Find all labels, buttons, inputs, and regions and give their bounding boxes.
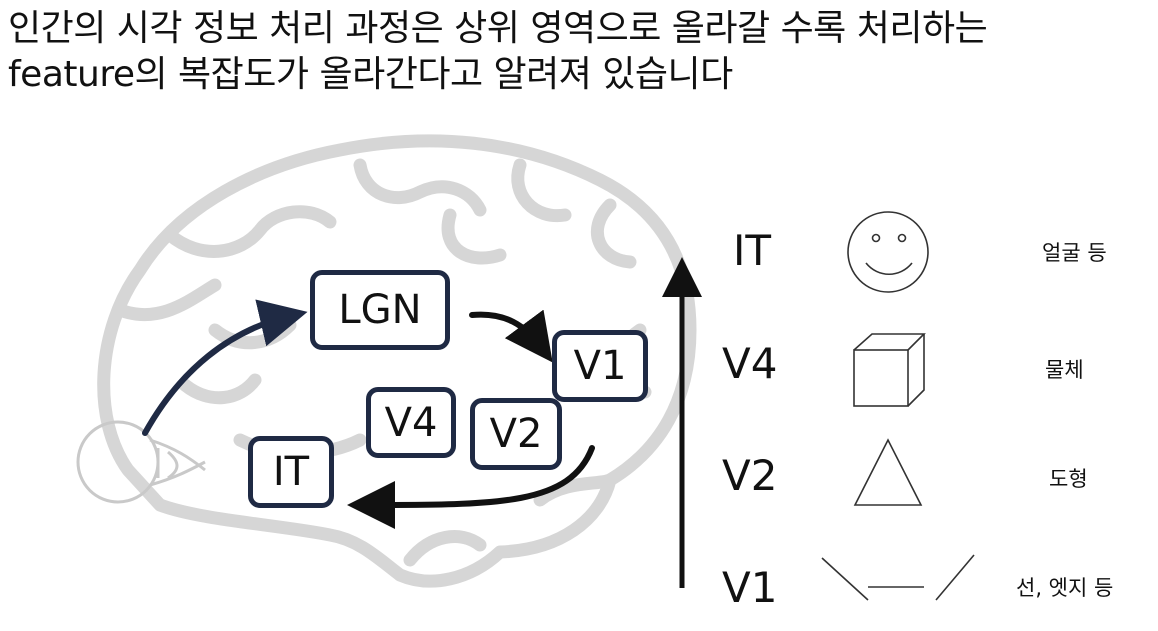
region-label-v4: V4: [384, 399, 438, 446]
level-label-it: IT: [733, 226, 772, 275]
eye-icon: [76, 420, 206, 504]
region-label-v1: V1: [573, 343, 627, 389]
region-box-v1: V1: [552, 330, 648, 402]
region-box-v4: V4: [366, 387, 456, 458]
region-box-it: IT: [248, 436, 334, 508]
page-title: 인간의 시각 정보 처리 과정은 상위 영역으로 올라갈 수록 처리하는 fea…: [8, 6, 1148, 98]
level-label-v1: V1: [722, 563, 778, 612]
feature-label-face: 얼굴 등: [1042, 241, 1107, 265]
title-line-1: 인간의 시각 정보 처리 과정은 상위 영역으로 올라갈 수록 처리하는: [8, 8, 988, 49]
lgn-to-v1-arrow: [469, 309, 553, 363]
v2-to-it-arrow: [347, 445, 595, 529]
eye-to-lgn-arrow: [142, 299, 308, 436]
region-box-v2: V2: [470, 398, 562, 470]
face-icon: [847, 211, 929, 293]
lines-icon: [821, 554, 975, 601]
feature-label-shape: 도형: [1049, 467, 1088, 491]
level-label-v4: V4: [722, 339, 778, 388]
feature-label-edges: 선, 엣지 등: [1016, 576, 1114, 600]
triangle-icon: [853, 438, 923, 506]
region-label-lgn: LGN: [338, 287, 422, 333]
level-label-v2: V2: [722, 451, 778, 500]
title-line-2: feature의 복잡도가 올라간다고 알려져 있습니다: [8, 54, 733, 95]
region-label-it: IT: [272, 449, 310, 495]
cube-icon: [853, 333, 926, 407]
feature-label-object: 물체: [1045, 358, 1084, 382]
region-box-lgn: LGN: [310, 270, 450, 350]
region-label-v2: V2: [489, 411, 543, 457]
